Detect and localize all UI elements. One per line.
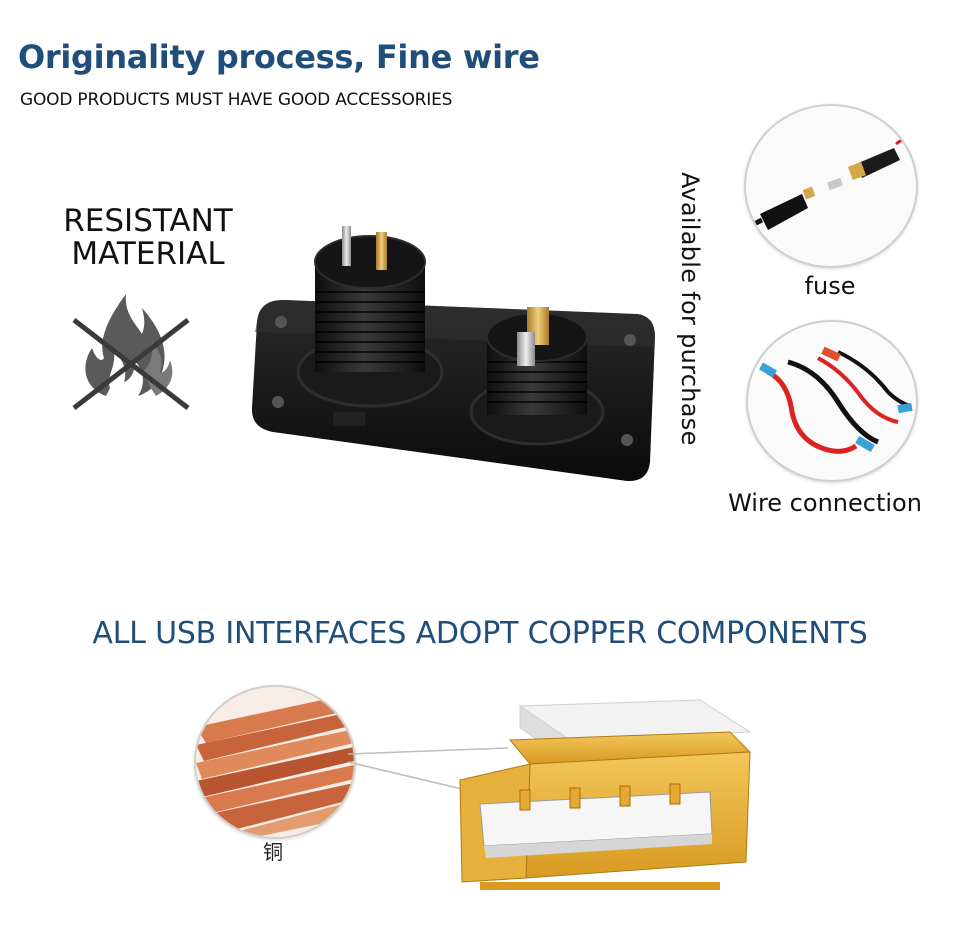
page-subtitle: GOOD PRODUCTS MUST HAVE GOOD ACCESSORIES (20, 90, 453, 110)
fuse-image (744, 104, 918, 268)
usb-connector-image (459, 699, 752, 890)
page-title: Originality process, Fine wire (18, 38, 540, 76)
resistant-material-label: RESISTANT MATERIAL (48, 205, 248, 271)
copper-label: 铜 (263, 840, 283, 864)
dual-socket-panel-image (251, 226, 655, 482)
resistant-line-1: RESISTANT (63, 203, 233, 239)
available-for-purchase-label: Available for purchase (676, 172, 704, 446)
wire-connection-image (746, 320, 918, 482)
usb-copper-heading: ALL USB INTERFACES ADOPT COPPER COMPONEN… (92, 616, 868, 651)
no-fire-icon (72, 294, 190, 410)
wire-connection-label: Wire connection (728, 489, 922, 517)
fuse-label: fuse (804, 272, 856, 300)
copper-sheets-image (194, 685, 356, 839)
resistant-line-2: MATERIAL (71, 236, 225, 272)
